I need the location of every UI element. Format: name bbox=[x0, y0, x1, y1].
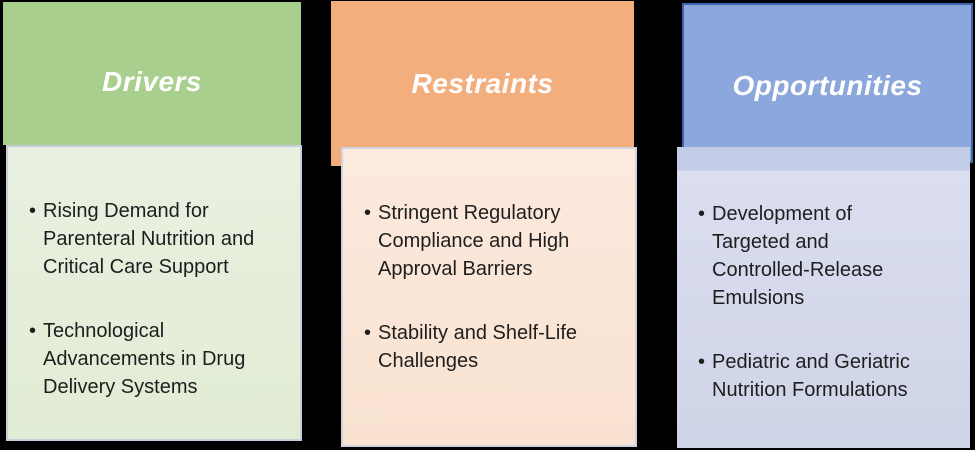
restraints-title: Restraints bbox=[411, 67, 554, 99]
list-item: Stringent Regulatory Compliance and High… bbox=[364, 199, 627, 283]
restraints-header: Restraints bbox=[331, 1, 634, 166]
list-item: Pediatric and Geriatric Nutrition Formul… bbox=[698, 348, 962, 404]
restraints-list: Stringent Regulatory Compliance and High… bbox=[343, 149, 635, 375]
list-item: Rising Demand for Parenteral Nutrition a… bbox=[29, 197, 292, 281]
list-item: Development of Targeted and Controlled-R… bbox=[698, 200, 962, 312]
opportunities-header: Opportunities bbox=[682, 3, 973, 163]
drivers-header: Drivers bbox=[3, 2, 301, 145]
opportunities-title: Opportunities bbox=[732, 70, 923, 101]
restraints-body: Stringent Regulatory Compliance and High… bbox=[341, 147, 637, 447]
drivers-list: Rising Demand for Parenteral Nutrition a… bbox=[8, 147, 300, 401]
opportunities-body: Development of Targeted and Controlled-R… bbox=[677, 147, 970, 448]
drivers-title: Drivers bbox=[101, 65, 202, 97]
opportunities-list: Development of Targeted and Controlled-R… bbox=[677, 147, 970, 404]
list-item: Stability and Shelf-Life Challenges bbox=[364, 319, 627, 375]
list-item: Technological Advancements in Drug Deliv… bbox=[29, 317, 292, 401]
drivers-body: Rising Demand for Parenteral Nutrition a… bbox=[6, 145, 302, 441]
